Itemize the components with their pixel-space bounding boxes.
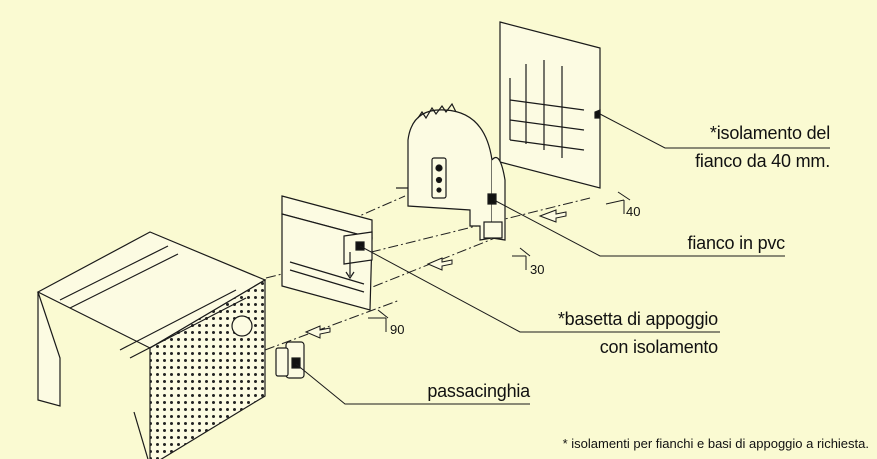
callout-insulation-line2: fianco da 40 mm. <box>695 151 830 171</box>
arrow-markers <box>304 209 567 339</box>
leader-lines <box>295 113 830 405</box>
base-with-insulation <box>281 195 373 311</box>
dimension-marks <box>368 191 631 332</box>
tunnel-body <box>36 231 267 459</box>
callout-insulation-line1: *isolamento del <box>709 123 830 143</box>
insulation-panel <box>499 21 601 189</box>
dimension-40: 40 <box>626 204 641 219</box>
callout-strap-passage: passacinghia <box>427 381 530 401</box>
dimension-30: 30 <box>530 262 545 277</box>
callout-base-line1: *basetta di appoggio <box>557 309 718 329</box>
callout-base-line2: con isolamento <box>599 337 718 357</box>
pvc-side-panel <box>396 102 506 241</box>
strap-passage <box>275 341 305 379</box>
callout-side-panel: fianco in pvc <box>687 233 786 253</box>
dimension-90: 90 <box>390 322 405 337</box>
footnote: * isolamenti per fianchi e basi di appog… <box>562 436 869 451</box>
